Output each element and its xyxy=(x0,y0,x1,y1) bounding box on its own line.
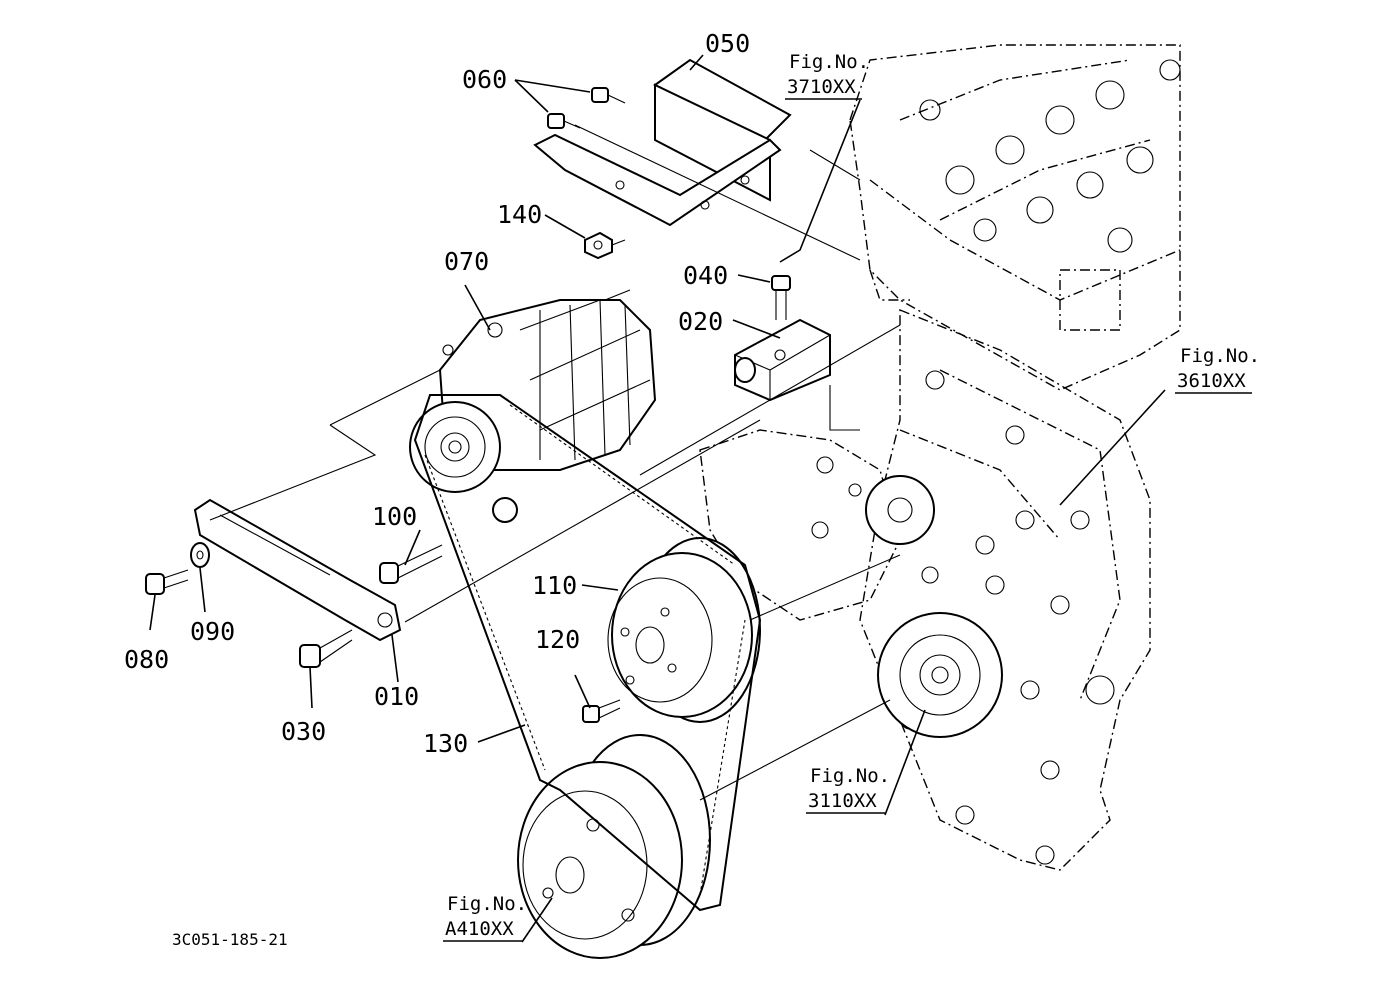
svg-text:Fig.No.: Fig.No. xyxy=(789,51,869,73)
part-label-070: 070 xyxy=(444,247,489,276)
svg-text:A410XX: A410XX xyxy=(445,918,514,940)
leader-lines xyxy=(149,54,1166,943)
svg-text:3710XX: 3710XX xyxy=(787,76,856,98)
part-label-030: 030 xyxy=(281,717,326,746)
figure-ref-a410xx[interactable]: Fig.No. A410XX xyxy=(443,893,527,942)
part-label-040: 040 xyxy=(683,261,728,290)
part-label-100: 100 xyxy=(372,502,417,531)
part-label-120: 120 xyxy=(535,625,580,654)
part-label-090: 090 xyxy=(190,617,235,646)
svg-text:Fig.No.: Fig.No. xyxy=(1180,345,1260,367)
engine-block xyxy=(699,44,1181,871)
part-number-labels: 060 050 140 070 040 020 100 110 120 130 … xyxy=(124,29,750,758)
bolt-040 xyxy=(771,275,791,320)
part-label-020: 020 xyxy=(678,307,723,336)
part-label-110: 110 xyxy=(532,571,577,600)
svg-text:3610XX: 3610XX xyxy=(1177,370,1246,392)
cover-plate xyxy=(533,58,792,227)
adjusting-arm-010 xyxy=(193,498,402,642)
svg-text:Fig.No.: Fig.No. xyxy=(447,893,527,915)
alternator xyxy=(409,299,657,523)
bracket-020 xyxy=(734,318,831,402)
part-label-130: 130 xyxy=(423,729,468,758)
figure-ref-3610xx[interactable]: Fig.No. 3610XX xyxy=(1175,345,1260,394)
bolt-080 xyxy=(145,569,189,595)
v-belt-130 xyxy=(413,394,762,912)
part-label-140: 140 xyxy=(497,200,542,229)
svg-text:3110XX: 3110XX xyxy=(808,790,877,812)
bolt-120 xyxy=(582,699,621,723)
bolt-030 xyxy=(299,629,353,668)
part-label-010: 010 xyxy=(374,682,419,711)
figure-ref-3110xx[interactable]: Fig.No. 3110XX xyxy=(806,765,890,814)
washer-090 xyxy=(190,542,210,568)
bolt-060-pair xyxy=(547,87,626,129)
bolt-100 xyxy=(379,544,443,584)
assembly-lines xyxy=(209,124,901,801)
part-label-080: 080 xyxy=(124,645,169,674)
fan-pulley-110 xyxy=(607,537,761,723)
figure-references: Fig.No. 3710XX Fig.No. 3610XX Fig.No. 31… xyxy=(443,51,1260,942)
part-label-060: 060 xyxy=(462,65,507,94)
nut-140 xyxy=(584,231,613,260)
figure-ref-3710xx[interactable]: Fig.No. 3710XX xyxy=(785,51,869,100)
crank-pulley xyxy=(517,734,711,959)
drawing-code: 3C051-185-21 xyxy=(172,930,288,949)
part-label-050: 050 xyxy=(705,29,750,58)
svg-text:Fig.No.: Fig.No. xyxy=(810,765,890,787)
